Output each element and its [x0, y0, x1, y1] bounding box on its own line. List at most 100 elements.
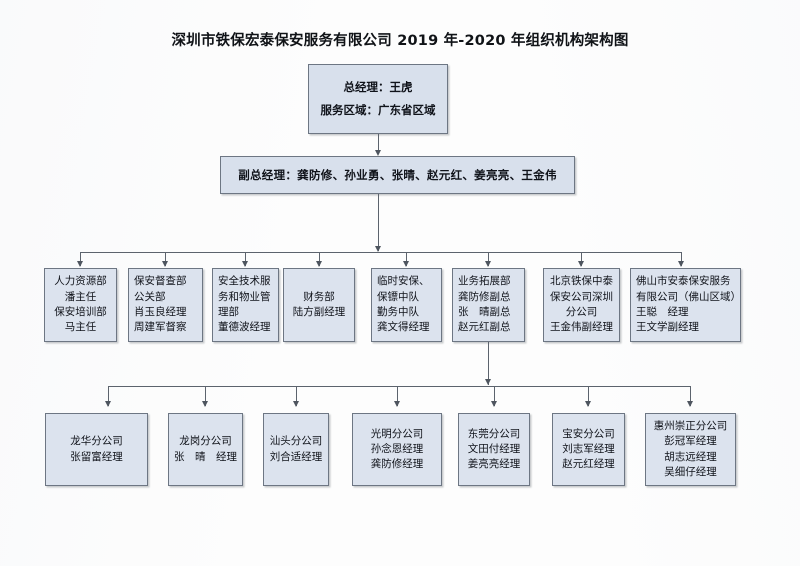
connector-bizdev-down — [488, 342, 489, 385]
node-security-inspection-pr[interactable]: 保安督查部 公关部 肖玉良经理 周建军督察 — [128, 268, 203, 342]
node-huizhou-chongzheng-branch[interactable]: 惠州崇正分公司 彭冠军经理 胡志远经理 吴细仔经理 — [645, 413, 736, 486]
node-line: 分公司 — [565, 306, 598, 318]
node-line: 吴细仔经理 — [664, 465, 717, 478]
node-line: 文田付经理 — [467, 442, 521, 455]
node-line: 佛山市安泰保安服务 — [636, 275, 731, 288]
node-beijing-tiebao-zhongtai-shenzhen[interactable]: 北京铁保中泰 保安公司深圳 分公司 王金伟副经理 — [543, 268, 620, 342]
node-line: 董德波经理 — [218, 321, 271, 334]
node-guangming-branch[interactable]: 光明分公司 孙念恩经理 龚防修经理 — [352, 413, 442, 486]
node-general-manager[interactable]: 总经理：王虎 服务区域：广东省区域 — [308, 64, 448, 134]
arrow-level4-3 — [292, 401, 299, 407]
node-line: 务和物业管 — [218, 290, 271, 303]
node-finance[interactable]: 财务部 陆方副经理 — [283, 268, 355, 342]
node-longhua-branch[interactable]: 龙华分公司 张留富经理 — [45, 413, 148, 486]
node-line: 陆方副经理 — [292, 306, 346, 318]
node-business-development[interactable]: 业务拓展部 龚防修副总 张 晴副总 赵元红副总 — [452, 268, 525, 342]
node-line: 公关部 — [134, 290, 166, 303]
node-line: 保安培训部 — [54, 306, 107, 318]
arrow-bizdev-to-bus — [484, 379, 491, 385]
drop-level3-4 — [319, 252, 320, 266]
node-baoan-branch[interactable]: 宝安分公司 刘志军经理 赵元红经理 — [552, 413, 625, 486]
drop-level4-4 — [397, 386, 398, 406]
node-dongguan-branch[interactable]: 东莞分公司 文田付经理 姜亮亮经理 — [458, 413, 530, 486]
node-line: 汕头分公司 — [269, 435, 323, 448]
node-line: 孙念恩经理 — [370, 442, 424, 455]
arrow-level3-7 — [577, 261, 584, 267]
bus-level3 — [80, 252, 681, 253]
node-hr-training[interactable]: 人力资源部 潘主任 保安培训部 马主任 — [44, 268, 117, 342]
arrow-level3-6 — [484, 261, 491, 267]
node-line: 安全技术服 — [218, 275, 271, 288]
node-line: 张 晴 经理 — [174, 450, 237, 463]
node-line: 刘合适经理 — [269, 450, 323, 463]
drop-level4-5 — [494, 386, 495, 406]
drop-level4-1 — [108, 386, 109, 406]
arrow-level3-4 — [315, 261, 322, 267]
drop-level3-3 — [245, 252, 246, 266]
page-title: 深圳市铁保宏泰保安服务有限公司 2019 年-2020 年组织机构架构图 — [171, 33, 629, 49]
node-line: 副总经理：龚防修、孙业勇、张晴、赵元红、姜亮亮、王金伟 — [238, 167, 557, 182]
drop-level3-6 — [488, 252, 489, 266]
node-line: 马主任 — [64, 321, 97, 334]
node-line: 财务部 — [303, 290, 335, 303]
arrow-level4-5 — [490, 401, 497, 407]
node-deputy-general-managers[interactable]: 副总经理：龚防修、孙业勇、张晴、赵元红、姜亮亮、王金伟 — [220, 156, 575, 194]
node-line: 临时安保、 — [377, 275, 430, 288]
node-line: 周建军督察 — [134, 321, 187, 334]
arrow-level4-6 — [584, 401, 591, 407]
drop-level4-7 — [690, 386, 691, 406]
drop-level4-2 — [205, 386, 206, 406]
drop-level3-2 — [165, 252, 166, 266]
arrow-level3-2 — [161, 261, 168, 267]
node-line: 北京铁保中泰 — [550, 275, 613, 288]
node-line: 有限公司（佛山区域） — [636, 290, 741, 303]
node-line: 赵元红副总 — [458, 321, 511, 334]
node-line: 潘主任 — [64, 290, 97, 303]
connector-deputy-down — [378, 194, 379, 251]
arrow-level3-5 — [402, 261, 409, 267]
node-line: 龙华分公司 — [70, 435, 123, 448]
arrow-level4-1 — [104, 401, 111, 407]
node-line: 刘志军经理 — [562, 442, 615, 455]
node-line: 人力资源部 — [54, 275, 107, 288]
node-line: 业务拓展部 — [458, 275, 511, 288]
drop-level4-6 — [588, 386, 589, 406]
node-line: 胡志远经理 — [664, 450, 717, 463]
bus-level4 — [108, 386, 690, 387]
drop-level3-5 — [406, 252, 407, 266]
node-foshan-antai[interactable]: 佛山市安泰保安服务 有限公司（佛山区域） 王聪 经理 王文学副经理 — [630, 268, 741, 342]
node-temp-security-bodyguard[interactable]: 临时安保、 保镖中队 勤务中队 龚文得经理 — [371, 268, 442, 342]
node-line: 东莞分公司 — [467, 427, 521, 440]
node-line: 肖玉良经理 — [134, 306, 187, 318]
arrow-level4-4 — [393, 401, 400, 407]
drop-level4-3 — [296, 386, 297, 406]
node-line: 龚防修经理 — [370, 458, 424, 471]
node-line: 张留富经理 — [70, 450, 123, 463]
node-longgang-branch[interactable]: 龙岗分公司 张 晴 经理 — [168, 413, 243, 486]
node-line: 理部 — [218, 306, 239, 318]
node-line: 勤务中队 — [377, 306, 419, 318]
node-line: 赵元红经理 — [562, 458, 615, 471]
arrow-level4-2 — [201, 401, 208, 407]
arrow-level3-8 — [677, 261, 684, 267]
arrow-gm-to-deputy — [374, 150, 381, 156]
node-line: 保安公司深圳 — [550, 290, 613, 303]
node-line: 龚防修副总 — [458, 290, 511, 303]
node-line: 保镖中队 — [377, 290, 419, 303]
node-line: 龚文得经理 — [377, 321, 430, 334]
connector-gm-to-deputy — [378, 134, 379, 154]
node-line: 总经理：王虎 — [343, 80, 413, 94]
node-line: 龙岗分公司 — [179, 435, 232, 448]
node-line: 王金伟副经理 — [550, 321, 613, 334]
node-line: 光明分公司 — [370, 427, 424, 440]
node-line: 惠州崇正分公司 — [653, 419, 728, 432]
node-safety-tech-property[interactable]: 安全技术服 务和物业管 理部 董德波经理 — [212, 268, 279, 342]
node-line: 服务区域：广东省区域 — [320, 103, 436, 117]
arrow-level3-1 — [76, 261, 83, 267]
node-line: 王文学副经理 — [636, 321, 699, 334]
drop-level3-1 — [80, 252, 81, 266]
node-line: 保安督查部 — [134, 275, 187, 288]
drop-level3-7 — [581, 252, 582, 266]
node-shantou-branch[interactable]: 汕头分公司 刘合适经理 — [263, 413, 329, 486]
